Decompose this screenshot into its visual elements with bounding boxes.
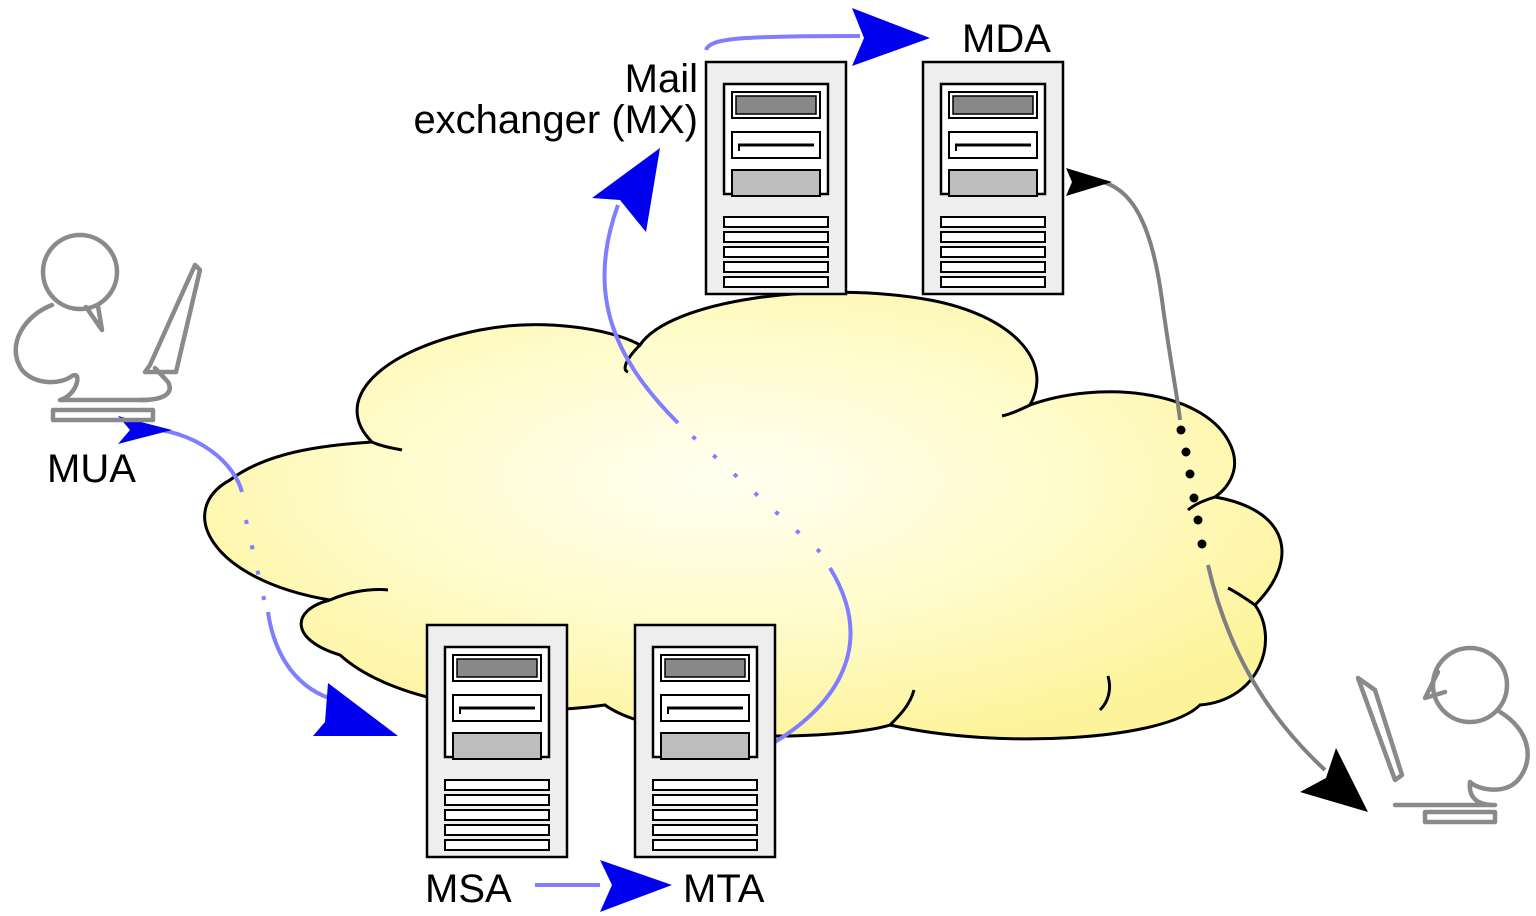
label-msa: MSA <box>425 867 512 911</box>
arrowhead-mua <box>118 416 172 444</box>
arrowhead-mta <box>600 860 672 912</box>
sender-user-icon <box>13 232 203 423</box>
arrowhead-mda <box>852 8 930 66</box>
arrowhead-mda-in <box>1066 168 1112 196</box>
label-mta: MTA <box>683 867 765 911</box>
flow-path-mta-to-mx <box>602 204 853 747</box>
label-mx-line1: Mail <box>625 57 698 101</box>
label-mx-line2: exchanger (MX) <box>413 98 698 142</box>
recipient-user-icon <box>1355 645 1530 825</box>
server-mta <box>633 623 777 859</box>
server-msa <box>425 623 569 859</box>
label-mda: MDA <box>962 17 1051 61</box>
arrowhead-recipient <box>1300 748 1368 812</box>
flow-path-mx-to-mda <box>704 34 861 51</box>
label-mua: MUA <box>47 447 136 491</box>
server-mx <box>704 60 848 296</box>
flow-path-mda-to-recipient <box>1075 177 1327 772</box>
arrowhead-msa <box>313 683 398 736</box>
arrowhead-mx <box>592 148 660 232</box>
server-mda <box>921 60 1065 296</box>
